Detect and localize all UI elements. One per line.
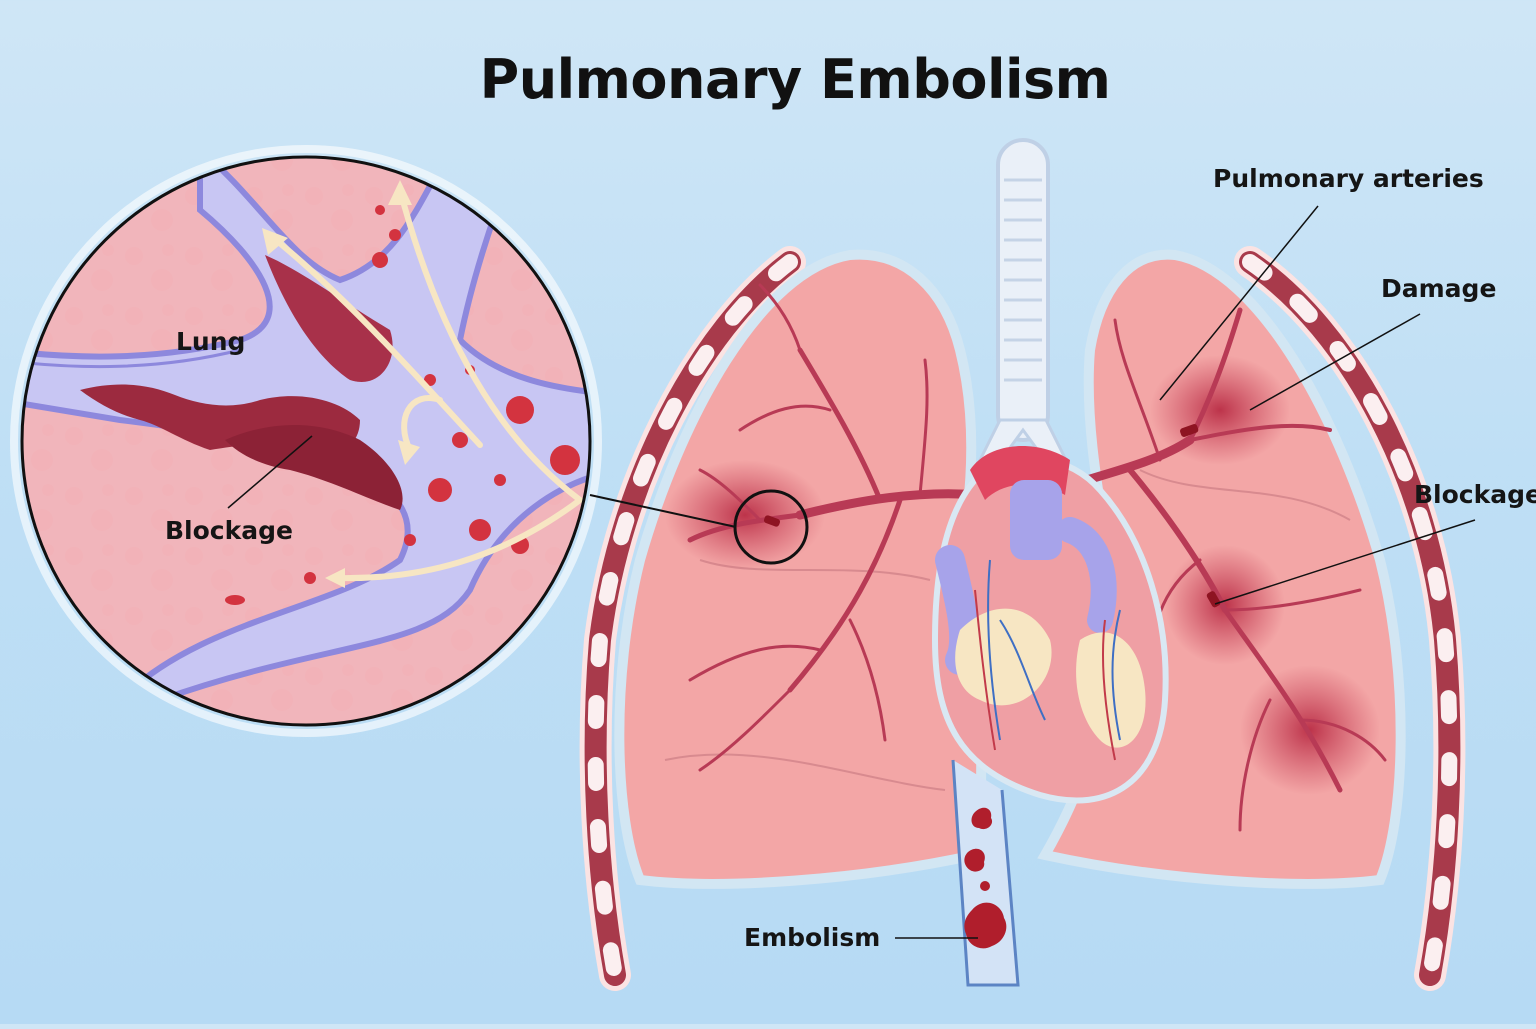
embolism-clots: [964, 807, 1007, 949]
label-blockage-inset: Blockage: [165, 516, 293, 545]
label-blockage: Blockage: [1414, 480, 1536, 509]
flow-arrows: [267, 187, 583, 582]
label-pulmonary-arteries: Pulmonary arteries: [1213, 164, 1484, 193]
vena-cava: [951, 759, 1020, 987]
trachea: [972, 138, 1074, 477]
zoom-connector-line: [589, 494, 737, 528]
page-title: Pulmonary Embolism: [479, 48, 1111, 111]
leader-lines: [227, 205, 1476, 939]
right-rib-cage: [1234, 246, 1466, 991]
label-lung: Lung: [176, 327, 246, 356]
zoom-inset: [10, 145, 602, 737]
left-rib-cage: [579, 246, 806, 991]
pulmonary-artery-branches: [687, 283, 1387, 832]
damage-regions: [665, 355, 1380, 795]
label-embolism: Embolism: [744, 923, 881, 952]
heart: [931, 446, 1169, 804]
label-damage: Damage: [1381, 274, 1497, 303]
